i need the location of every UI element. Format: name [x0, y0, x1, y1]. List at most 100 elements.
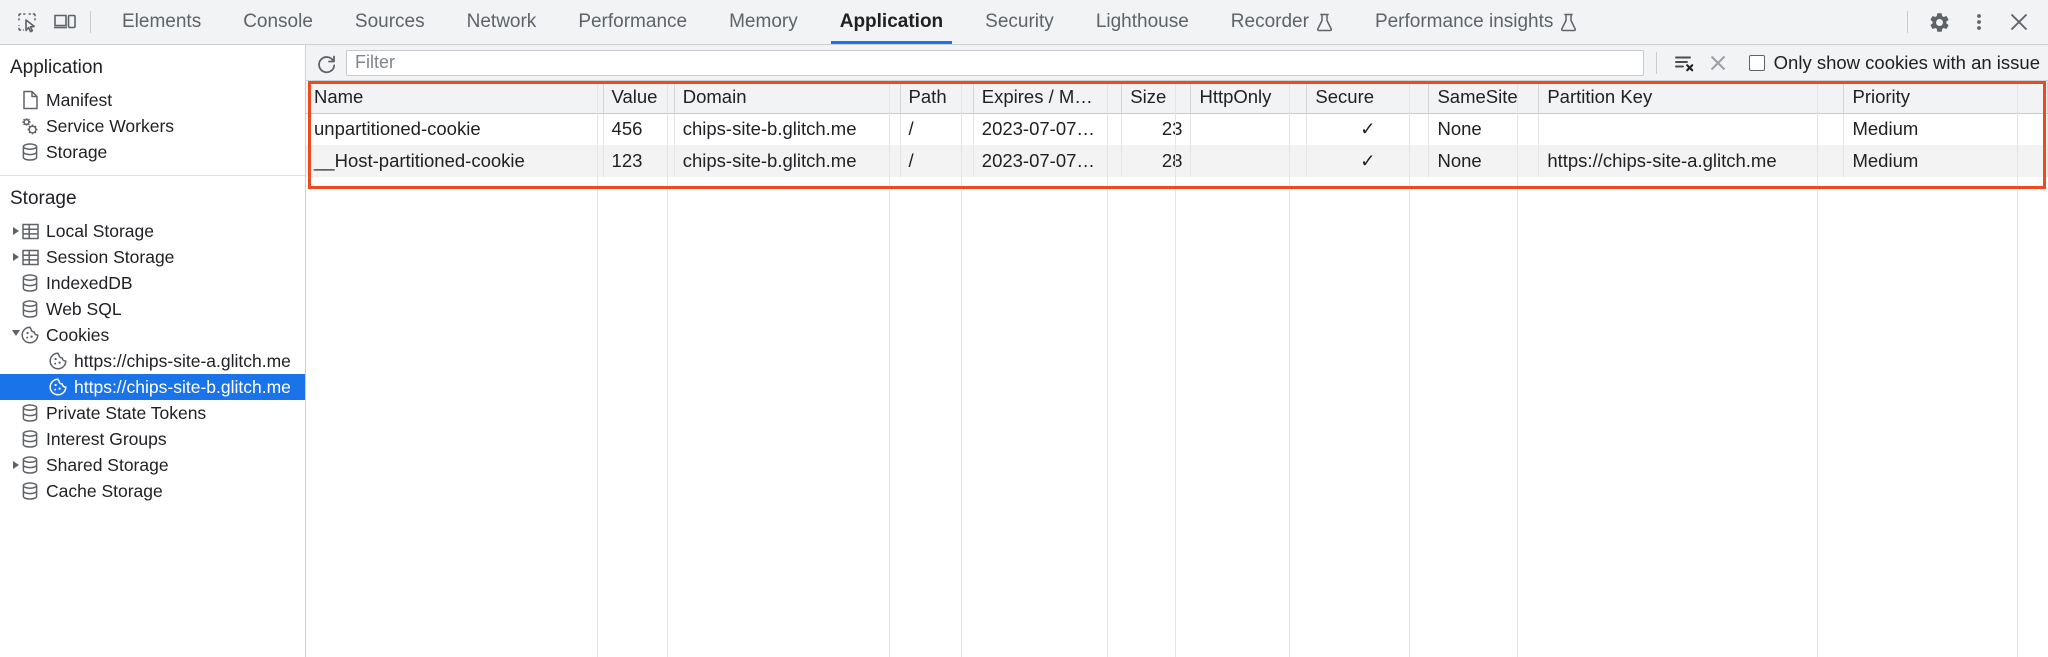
sidebar-item-label: Web SQL	[46, 298, 122, 319]
tab-label: Lighthouse	[1095, 11, 1189, 32]
tab-security[interactable]: Security	[964, 0, 1075, 44]
only-issues-label: Only show cookies with an issue	[1773, 51, 2040, 73]
more-vertical-icon[interactable]	[1960, 5, 1998, 39]
tab-recorder[interactable]: Recorder	[1210, 0, 1354, 44]
filter-bar-divider	[1655, 51, 1657, 74]
cell-name: unpartitioned-cookie	[306, 113, 604, 145]
tab-console[interactable]: Console	[222, 0, 334, 44]
sidebar-item-label: Private State Tokens	[46, 402, 207, 423]
tab-label: Network	[466, 11, 537, 32]
cell-priority: Medium	[1843, 113, 2048, 145]
sidebar-item-web-sql[interactable]: Web SQL	[0, 296, 305, 322]
sidebar-item-label: https://chips-site-a.glitch.me	[74, 350, 291, 371]
refresh-icon[interactable]	[312, 49, 342, 77]
table-icon	[18, 248, 42, 267]
cookie-icon	[46, 351, 70, 371]
close-x-icon[interactable]	[1703, 49, 1733, 77]
sidebar-item-manifest[interactable]: Manifest	[0, 87, 305, 113]
collapse-arrow-icon[interactable]	[0, 330, 20, 340]
column-header-httponly[interactable]: HttpOnly	[1190, 81, 1308, 114]
toolbar-divider-right	[1907, 11, 1908, 33]
only-issues-checkbox[interactable]	[1748, 54, 1765, 71]
device-toolbar-icon[interactable]	[46, 5, 84, 39]
tab-label: Console	[243, 11, 313, 32]
tab-network[interactable]: Network	[446, 0, 558, 44]
panel-tab-list: Elements Console Sources Network Perform…	[101, 0, 1901, 44]
column-header-partition-key[interactable]: Partition Key	[1538, 81, 1845, 114]
table-row[interactable]: unpartitioned-cookie 456 chips-site-b.gl…	[306, 113, 2048, 145]
tab-application[interactable]: Application	[819, 0, 964, 44]
cell-secure: ✓	[1306, 113, 1430, 145]
expand-arrow-icon[interactable]	[0, 227, 19, 235]
sidebar-item-cookies[interactable]: Cookies	[0, 322, 305, 348]
sidebar-item-label: Shared Storage	[46, 454, 169, 475]
sidebar-item-private-state-tokens[interactable]: Private State Tokens	[0, 400, 305, 426]
cell-secure: ✓	[1306, 145, 1430, 177]
sidebar-item-indexeddb[interactable]: IndexedDB	[0, 270, 305, 296]
sidebar-item-shared-storage[interactable]: Shared Storage	[0, 452, 305, 478]
tab-elements[interactable]: Elements	[101, 0, 222, 44]
tab-performance-insights[interactable]: Performance insights	[1354, 0, 1598, 44]
cell-samesite: None	[1428, 145, 1540, 177]
column-header-size[interactable]: Size	[1121, 81, 1192, 114]
sidebar-item-service-workers[interactable]: Service Workers	[0, 113, 305, 139]
cell-priority: Medium	[1843, 145, 2048, 177]
column-header-domain[interactable]: Domain	[674, 81, 901, 114]
database-icon	[18, 403, 42, 423]
tab-bar-actions	[1901, 5, 2038, 39]
database-icon	[18, 455, 42, 475]
experiment-flask-icon	[1316, 13, 1332, 31]
close-icon[interactable]	[2000, 5, 2038, 39]
gear-icon[interactable]	[1920, 5, 1958, 39]
cell-path: /	[900, 113, 974, 145]
column-header-path[interactable]: Path	[900, 81, 974, 114]
tab-memory[interactable]: Memory	[708, 0, 819, 44]
tab-label: Sources	[354, 11, 425, 32]
cell-partition-key	[1538, 113, 1845, 145]
cell-samesite: None	[1428, 113, 1540, 145]
table-header-row: Name Value Domain Path Expires / M… Size…	[306, 81, 2048, 114]
cell-name: __Host-partitioned-cookie	[306, 145, 604, 177]
sidebar-item-interest-groups[interactable]: Interest Groups	[0, 426, 305, 452]
cell-value: 123	[603, 145, 675, 177]
sidebar-item-cache-storage[interactable]: Cache Storage	[0, 478, 305, 504]
column-header-priority[interactable]: Priority	[1843, 81, 2048, 114]
database-icon	[18, 273, 42, 293]
expand-arrow-icon[interactable]	[0, 461, 19, 469]
column-header-samesite[interactable]: SameSite	[1428, 81, 1540, 114]
tab-label: Performance	[578, 11, 688, 32]
sidebar-item-label: Local Storage	[46, 220, 154, 241]
sidebar-item-storage[interactable]: Storage	[0, 139, 305, 165]
sidebar-item-label: Service Workers	[46, 115, 175, 136]
expand-arrow-icon[interactable]	[0, 253, 19, 261]
cookies-table: Name Value Domain Path Expires / M… Size…	[306, 81, 2048, 177]
sidebar-item-label: https://chips-site-b.glitch.me	[74, 376, 291, 397]
devtools-tab-bar: Elements Console Sources Network Perform…	[0, 0, 2048, 45]
tab-label: Elements	[122, 11, 202, 32]
sidebar-item-session-storage[interactable]: Session Storage	[0, 244, 305, 270]
sidebar-divider	[0, 175, 305, 176]
sidebar-item-cookie-origin-chips-site-a[interactable]: https://chips-site-a.glitch.me	[0, 348, 305, 374]
tab-sources[interactable]: Sources	[334, 0, 446, 44]
tab-lighthouse[interactable]: Lighthouse	[1075, 0, 1210, 44]
column-header-expires[interactable]: Expires / M…	[973, 81, 1123, 114]
table-row[interactable]: __Host-partitioned-cookie 123 chips-site…	[306, 145, 2048, 177]
filter-input[interactable]	[346, 49, 1644, 76]
tab-label: Application	[839, 11, 944, 32]
sidebar-item-cookie-origin-chips-site-b[interactable]: https://chips-site-b.glitch.me	[0, 374, 305, 400]
cookies-panel: Only show cookies with an issue	[306, 45, 2048, 657]
workspace: Application Manifest	[0, 45, 2048, 657]
tab-performance[interactable]: Performance	[557, 0, 708, 44]
cell-size: 28	[1121, 145, 1192, 177]
sidebar-item-local-storage[interactable]: Local Storage	[0, 218, 305, 244]
application-section-title: Application	[10, 57, 103, 78]
inspect-cursor-icon[interactable]	[8, 5, 46, 39]
sidebar-item-label: Cookies	[46, 324, 110, 345]
column-header-value[interactable]: Value	[603, 81, 675, 114]
tab-label: Security	[985, 11, 1054, 32]
clear-filters-icon[interactable]	[1669, 49, 1699, 77]
column-header-name[interactable]: Name	[306, 81, 604, 114]
sidebar-item-label: Manifest	[46, 89, 113, 110]
column-header-secure[interactable]: Secure	[1306, 81, 1430, 114]
only-issues-checkbox-row[interactable]: Only show cookies with an issue	[1748, 51, 2040, 74]
